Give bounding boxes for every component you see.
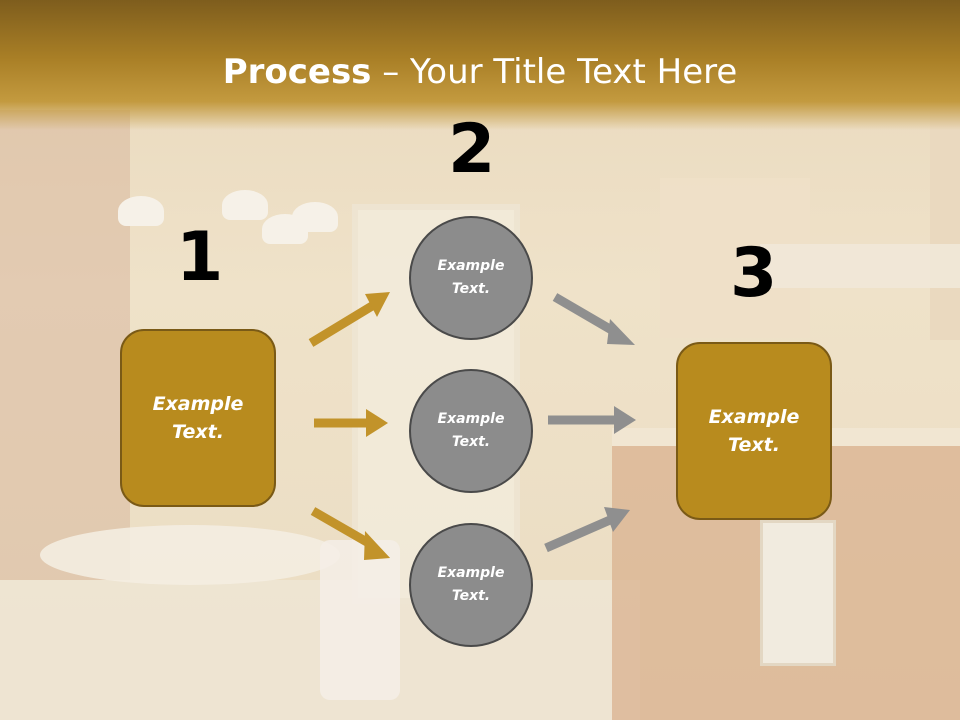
arrow-left-to-top bbox=[308, 292, 390, 347]
left-box-text: Example Text. bbox=[152, 392, 244, 444]
step-number-2: 2 bbox=[448, 110, 496, 189]
arrow-middle-to-right bbox=[548, 406, 636, 434]
arrow-top-to-right bbox=[552, 293, 635, 345]
circle-middle[interactable]: Example Text. bbox=[409, 369, 533, 493]
step-number-3: 3 bbox=[730, 234, 778, 313]
title-bold: Process bbox=[222, 52, 372, 92]
circle-bottom[interactable]: Example Text. bbox=[409, 523, 533, 647]
title-rest: – Your Title Text Here bbox=[371, 52, 738, 92]
arrow-left-to-middle bbox=[314, 409, 388, 437]
title-bar bbox=[0, 0, 960, 130]
circle-top-text: Example Text. bbox=[437, 257, 505, 297]
left-step-box[interactable]: Example Text. bbox=[120, 329, 276, 507]
right-step-box[interactable]: Example Text. bbox=[676, 342, 832, 520]
arrow-bottom-to-right bbox=[544, 507, 630, 553]
right-box-text: Example Text. bbox=[708, 405, 800, 457]
arrow-left-to-bottom bbox=[310, 507, 390, 560]
circle-top[interactable]: Example Text. bbox=[409, 216, 533, 340]
step-number-1: 1 bbox=[176, 218, 224, 297]
circle-middle-text: Example Text. bbox=[437, 410, 505, 450]
circle-bottom-text: Example Text. bbox=[437, 564, 505, 604]
slide-title: Process – Your Title Text Here bbox=[0, 52, 960, 92]
